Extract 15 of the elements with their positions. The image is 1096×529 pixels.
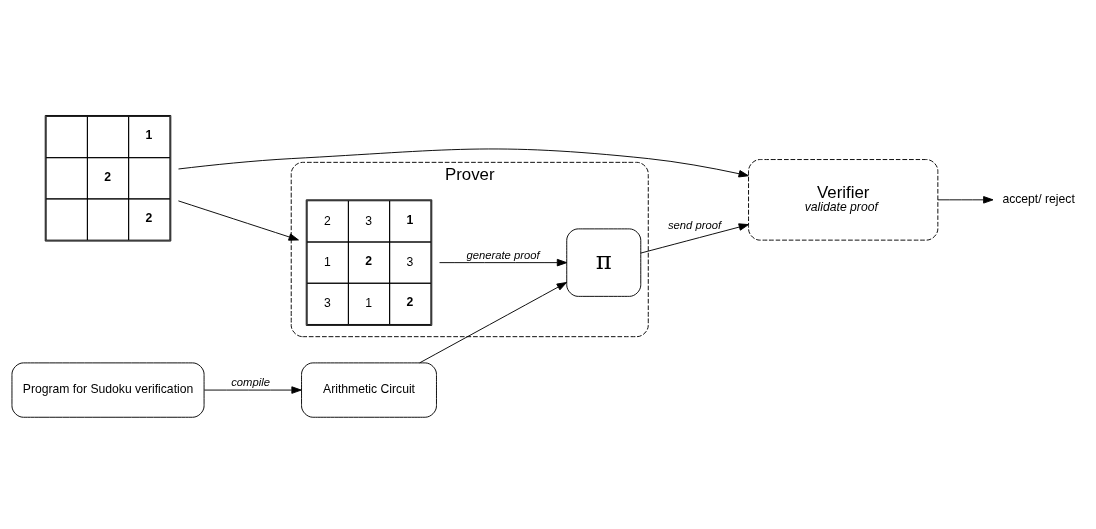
arrow	[439, 258, 568, 267]
edge-label: send proof	[667, 219, 722, 232]
arrow	[640, 223, 749, 254]
node-box: Arithmetic Circuit	[301, 362, 437, 418]
edge-label: generate proof	[466, 248, 540, 261]
node-box: Verifier validate proof	[748, 159, 939, 241]
node-box: π	[566, 228, 642, 297]
node-box: Program for Sudoku verification	[11, 362, 205, 418]
arrow	[419, 282, 567, 364]
arrow	[177, 200, 299, 241]
edge-label: compile	[231, 375, 270, 388]
arrow	[178, 148, 749, 178]
node-text: accept/ reject	[1002, 192, 1075, 207]
arrow	[203, 386, 302, 394]
arrow	[937, 196, 994, 204]
